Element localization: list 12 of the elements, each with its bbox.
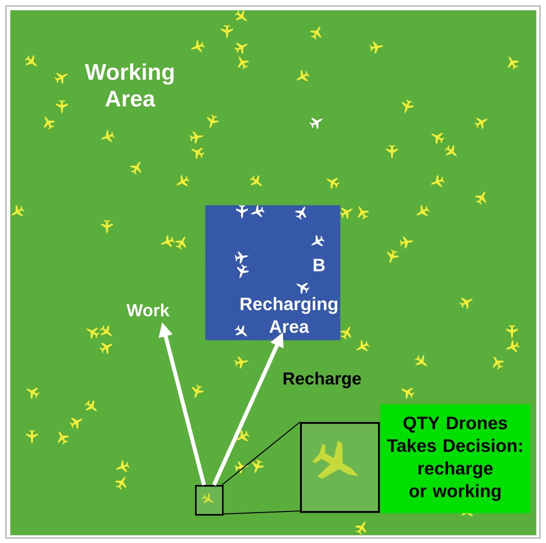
picture xyxy=(300,422,380,513)
area-title: Working Area xyxy=(84,63,174,107)
area-label: B xyxy=(314,258,325,272)
recharging-area xyxy=(205,205,340,340)
decision-text: QTY Drones Takes Decision: recharge or working xyxy=(387,416,522,501)
area-label: Recharging Area xyxy=(240,297,338,333)
edge-label: Recharge xyxy=(281,370,363,390)
zoom-line xyxy=(222,422,300,486)
edge-label: Work xyxy=(125,302,171,318)
zoom-line xyxy=(222,510,300,515)
zoom-box xyxy=(195,485,224,516)
decision-box xyxy=(380,404,530,514)
